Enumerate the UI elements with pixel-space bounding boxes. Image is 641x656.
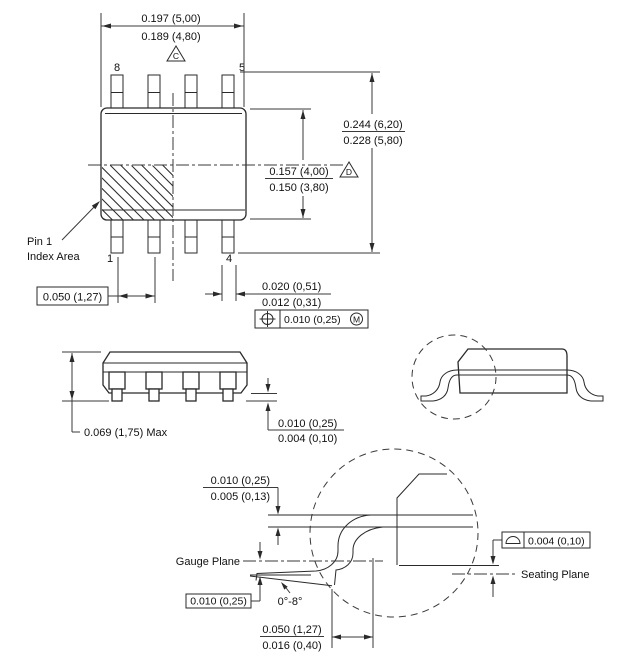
fcf-position-value: 0.010 (0,25) [284, 314, 341, 326]
dim-lead-span: 0.244 (6,20) 0.228 (5,80) [238, 71, 405, 254]
end-right-lead [566, 369, 604, 402]
dim-width-max: 0.157 (4,00) [269, 166, 328, 178]
dim-thickness-min: 0.005 (0,13) [211, 491, 270, 503]
revision-flag-triangle-d [339, 161, 359, 178]
top-view: 8 5 1 4 0.197 (5,00) 0.189 (4,80) C 0.24… [27, 13, 405, 329]
end-left-lead [420, 369, 458, 402]
dim-gauge-height: 0.010 (0,25) [185, 576, 263, 609]
detail-view-circle [309, 448, 479, 618]
dim-standoff: 0.010 (0,25) 0.004 (0,10) [246, 378, 344, 445]
mmc-modifier-icon [350, 312, 363, 326]
dim-height: 0.069 (1,75) Max [62, 351, 168, 439]
lead-angle: 0°-8° [278, 582, 303, 608]
position-tolerance-icon [259, 311, 276, 327]
revision-flag-c-label: C [173, 51, 179, 61]
dim-foot-length-min: 0.016 (0,40) [262, 640, 321, 652]
dim-width-min: 0.150 (3,80) [269, 182, 328, 194]
gauge-plane: Gauge Plane [176, 542, 383, 568]
dim-thickness-max: 0.010 (0,25) [211, 475, 270, 487]
detail-body-edge [396, 473, 447, 565]
pin1-note-line1: Pin 1 [27, 236, 52, 248]
dim-span-min: 0.228 (5,80) [343, 135, 402, 147]
dim-lead-thickness: 0.010 (0,25) 0.005 (0,13) [203, 475, 281, 545]
pin1-leader-arrow [91, 201, 100, 210]
pin-number-4: 4 [226, 253, 232, 265]
gauge-plane-label: Gauge Plane [176, 556, 240, 568]
end-body-outline [457, 348, 568, 394]
dim-height-value: 0.069 (1,75) Max [84, 427, 168, 439]
fcf-position-modifier: M [353, 315, 360, 325]
foot-bottom-angled-line [249, 575, 333, 587]
dim-body-length: 0.197 (5,00) 0.189 (4,80) C [100, 13, 245, 107]
pin1-note-line2: Index Area [27, 251, 80, 263]
dim-pitch: 0.050 (1,27) [36, 257, 156, 306]
dim-length-max: 0.197 (5,00) [141, 13, 200, 25]
profile-of-surface-icon [505, 536, 521, 544]
pin1-index-hatch [102, 165, 173, 220]
bottom-pins [110, 219, 235, 254]
dim-standoff-max: 0.010 (0,25) [278, 418, 337, 430]
fcf-coplanarity: 0.004 (0,10) [501, 531, 591, 549]
dim-gauge-value: 0.010 (0,25) [190, 596, 247, 608]
seating-plane-label: Seating Plane [521, 569, 590, 581]
detail-callout-circle [411, 334, 497, 420]
front-leads [108, 371, 237, 402]
dim-body-width: 0.157 (4,00) 0.150 (3,80) D [250, 108, 359, 220]
dim-span-max: 0.244 (6,20) [343, 119, 402, 131]
detail-view: 0.010 (0,25) 0.005 (0,13) Gauge Plane 0.… [176, 448, 591, 652]
pin1-note: Pin 1 Index Area [27, 201, 100, 263]
pin-number-5: 5 [239, 62, 245, 74]
dim-length-min: 0.189 (4,80) [141, 31, 200, 43]
dim-lead-width-min: 0.012 (0,31) [262, 297, 321, 309]
front-view: 0.069 (1,75) Max 0.010 (0,25) 0.004 (0,1… [62, 351, 344, 445]
end-view [411, 334, 604, 420]
dim-standoff-min: 0.004 (0,10) [278, 433, 337, 445]
fcf-coplanarity-value: 0.004 (0,10) [528, 536, 585, 548]
dim-foot-length: 0.050 (1,27) 0.016 (0,40) [260, 558, 374, 652]
top-pins [110, 74, 235, 109]
pin-number-1: 1 [107, 253, 113, 265]
lead-outer-curve [255, 514, 372, 581]
dim-lead-width-max: 0.020 (0,51) [262, 281, 321, 293]
dim-lead-width: 0.020 (0,51) 0.012 (0,31) [205, 265, 331, 309]
lead-inner-curve [334, 526, 384, 586]
revision-flag-triangle-c [166, 45, 186, 62]
lead-angle-value: 0°-8° [278, 596, 303, 608]
pin-number-8: 8 [114, 62, 120, 74]
fcf-position: 0.010 (0,25) M [254, 309, 369, 329]
dim-foot-length-max: 0.050 (1,27) [262, 624, 321, 636]
dim-pitch-value: 0.050 (1,27) [43, 292, 102, 304]
revision-flag-d-label: D [346, 167, 352, 177]
seating-plane: Seating Plane 0.004 (0,10) [452, 531, 591, 597]
front-body-outline [102, 351, 248, 394]
